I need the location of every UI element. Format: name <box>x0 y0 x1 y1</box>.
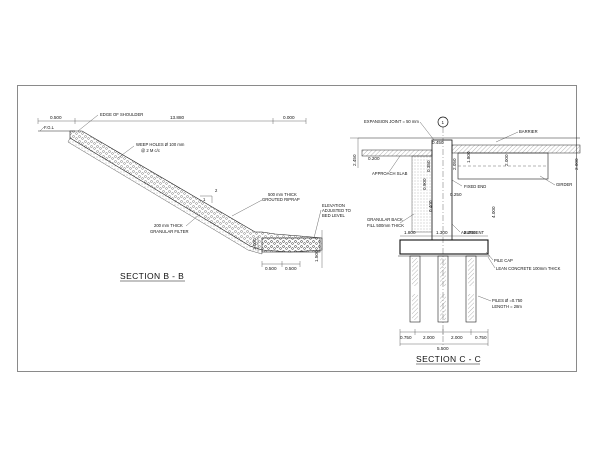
barrier-label: BARRIER <box>519 129 538 134</box>
elevation-label-2: ADJUSTED TO <box>322 208 352 213</box>
cc-dim-d4: 0.350 <box>426 160 431 172</box>
cc-dim-d8: 0.900 <box>422 178 427 190</box>
abutment-wall <box>431 139 453 241</box>
backfill-label-1: GRANULAR BACK <box>367 217 403 222</box>
cc-bot-3: 2.000 <box>451 335 463 340</box>
grid-marker-label: 1 <box>442 120 445 125</box>
pile-cap-label: PILE CAP <box>494 258 513 263</box>
bb-top-dimension: 0.500 13.880 0.000 <box>37 115 307 124</box>
cc-dim-d11: 0.400 <box>428 200 433 212</box>
expansion-joint-label: EXPANSION JOINT = 50 mm <box>364 119 419 124</box>
drawing-border <box>17 85 577 372</box>
bb-dim-bot-b: 0.500 <box>285 266 297 271</box>
toe-block <box>261 237 321 253</box>
slope-indicator: 2 1 <box>200 188 218 203</box>
elevation-label-3: BED LEVEL <box>322 213 345 218</box>
piles <box>409 255 477 323</box>
lean-concrete-label: LEAN CONCRETE 100mm THICK <box>496 266 561 271</box>
riprap-label-1: 500 mm THICK <box>268 192 297 197</box>
cc-dim-d6: 1.800 <box>466 151 471 163</box>
cc-bot-total: 5.500 <box>437 346 449 351</box>
cc-dim-d5: 2.050 <box>452 158 457 170</box>
bb-dim-top-left: 0.500 <box>50 115 62 120</box>
riprap-label-2: GROUTED RIPRAP <box>262 197 300 202</box>
weep-holes-label-2: @ 2 M c/c <box>141 148 160 153</box>
cc-bot-2: 2.000 <box>423 335 435 340</box>
cc-dim-d1: 0.450 <box>432 140 444 145</box>
slope-v-label: 2 <box>215 188 218 193</box>
bb-dim-top-right: 0.000 <box>283 115 295 120</box>
bb-dim-vert-b: 1.500 <box>314 250 319 262</box>
section-bb: 0.500 13.880 0.000 F.G.L EDGE OF SHOULDE… <box>37 112 352 282</box>
granular-filter <box>67 137 263 255</box>
section-cc: 1 EXPANSION JOINT = 50 mm BARRIER APPROA… <box>350 116 581 365</box>
bb-dim-bot-a: 0.500 <box>265 266 277 271</box>
section-bb-title: SECTION B - B <box>120 271 184 281</box>
cc-cap-top-2: 1.300 <box>436 230 448 235</box>
approach-slab-label: APPROACH SLAB <box>372 171 408 176</box>
cc-bot-4: 0.750 <box>475 335 487 340</box>
section-cc-title: SECTION C - C <box>416 354 481 364</box>
slope-h-label: 1 <box>203 197 206 202</box>
fgl-label: F.G.L <box>44 125 55 130</box>
cc-dim-d2: 2.450 <box>352 154 357 166</box>
cc-cap-top-3: 2.050 <box>464 230 476 235</box>
edge-shoulder-label: EDGE OF SHOULDER <box>100 112 143 117</box>
bb-dim-top-mid: 13.880 <box>170 115 184 120</box>
backfill-label-2: FILL 500mm THICK <box>367 223 404 228</box>
girder-label: GIRDER <box>556 182 572 187</box>
cc-cap-top-1: 1.800 <box>404 230 416 235</box>
cc-dim-d9: 2.000 <box>504 154 509 166</box>
cc-bot-1: 0.750 <box>400 335 412 340</box>
cc-dim-d7: 2.000 <box>574 158 579 170</box>
granular-backfill <box>411 155 433 233</box>
abutment-label: ABUTMENT <box>461 230 484 235</box>
piles-label-1: PILES Ø =0.750 <box>492 298 523 303</box>
filter-label-1: 200 mm THICK <box>154 223 183 228</box>
elevation-label-1: ELEVATION <box>322 203 345 208</box>
filter-label-2: GRANULAR FILTER <box>150 229 189 234</box>
pile-cap <box>399 239 489 255</box>
weep-holes-label-1: WEEP HOLES Ø 100 mm <box>136 142 185 147</box>
cc-dim-d3: 0.200 <box>368 156 380 161</box>
piles-label-2: LENGTH = 28m <box>492 304 522 309</box>
cc-dim-d12: 0.250 <box>450 192 462 197</box>
cc-dim-d10: 4.000 <box>491 206 496 218</box>
fixed-end-label: FIXED END <box>464 184 486 189</box>
deck-slab <box>451 144 581 154</box>
bb-dim-vert-a: 1.000 <box>252 238 257 250</box>
